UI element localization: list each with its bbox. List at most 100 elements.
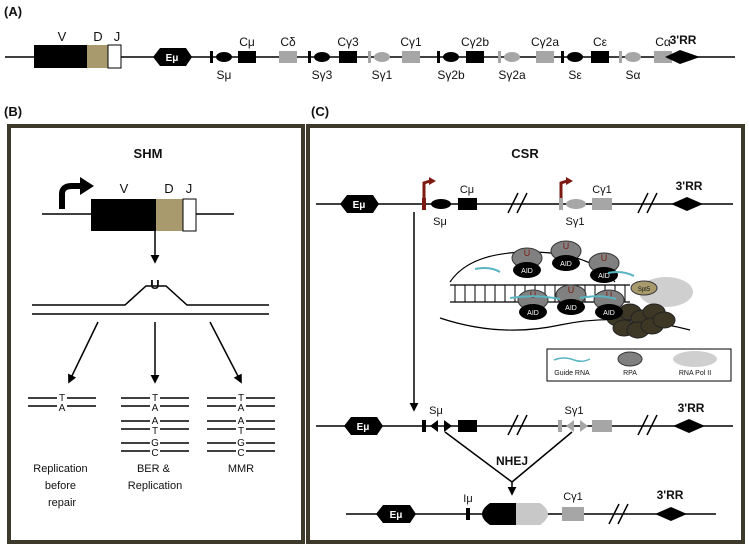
sg1-region xyxy=(566,199,586,209)
sg1-cut-right xyxy=(580,420,588,432)
base-label: A xyxy=(238,403,245,414)
switch-region xyxy=(374,52,390,62)
join-line-left xyxy=(444,431,513,483)
csr-emu-mid-label: Eμ xyxy=(357,422,370,433)
smu-mid-label: Sμ xyxy=(429,405,443,417)
promoter-g1-head xyxy=(566,177,573,185)
shm-j-segment xyxy=(182,198,197,232)
promoter-arrowhead xyxy=(80,177,94,195)
aid-protein xyxy=(552,255,580,271)
aid-protein xyxy=(590,267,618,283)
guide-rna-4 xyxy=(579,295,617,300)
i-exon-g1 xyxy=(559,198,563,210)
switch-region xyxy=(504,52,520,62)
constant-label: Cε xyxy=(593,35,608,49)
cg1-label: Cγ1 xyxy=(592,184,612,196)
csr-emu-mid xyxy=(344,417,383,435)
panel-a-tag: (A) xyxy=(4,4,22,19)
promoter-arrow xyxy=(59,183,80,209)
csr-rr-bottom-label: 3'RR xyxy=(657,488,684,502)
aid-protein xyxy=(595,304,623,320)
panel-c: (C) CSR Eμ Sμ Cμ Sγ1 Cγ1 3'RR xyxy=(306,104,745,544)
base-label: G xyxy=(151,438,159,449)
smu-cut-right xyxy=(444,420,452,432)
base-label: A xyxy=(152,403,159,414)
imu-exon xyxy=(466,508,470,520)
legend-guide-rna: Guide RNA xyxy=(554,370,590,377)
nucleosome xyxy=(652,311,676,329)
break-mark-4 xyxy=(646,192,658,214)
aid-label: AID xyxy=(565,305,577,312)
shm-d-segment xyxy=(156,199,183,231)
arrow-mmr xyxy=(209,321,242,384)
i-exon xyxy=(210,51,213,63)
legend-polii: RNA Pol II xyxy=(679,370,711,377)
join-line-right xyxy=(511,431,573,483)
constant-exon xyxy=(339,51,357,63)
break-mark-6 xyxy=(516,414,528,436)
j-segment xyxy=(107,44,122,69)
cg1-bottom-label: Cγ1 xyxy=(563,491,583,503)
uracil-label: U xyxy=(601,253,608,263)
switch-label: Sγ3 xyxy=(312,68,333,82)
shm-uracil: U xyxy=(150,277,159,292)
hybrid-switch-mu xyxy=(482,503,516,525)
constant-label: Cα xyxy=(655,35,671,49)
base-label: T xyxy=(238,426,244,437)
uracil-label: U xyxy=(606,290,613,300)
outcome-replication: Replication before repair xyxy=(33,463,90,509)
rr-label: 3'RR xyxy=(670,33,697,47)
uracil-label: U xyxy=(524,248,531,258)
promoter-g1-arrow xyxy=(559,179,568,198)
shm-v-label: V xyxy=(120,181,129,196)
i-exon xyxy=(368,51,371,63)
hybrid-switch-g1 xyxy=(516,503,548,525)
guide-rna-1 xyxy=(474,267,501,273)
base-label: A xyxy=(152,416,159,427)
sg1-label: Sγ1 xyxy=(566,216,585,228)
legend-rpa: RPA xyxy=(623,370,637,377)
constant-label: Cμ xyxy=(239,35,255,49)
i-exon-mu-mid xyxy=(422,420,426,432)
switch-region xyxy=(314,52,330,62)
constant-exon xyxy=(654,51,672,63)
switch-region xyxy=(443,52,459,62)
aid-label: AID xyxy=(527,310,539,317)
switch-label: Sα xyxy=(626,68,641,82)
csr-rr-mid xyxy=(673,419,705,433)
constant-label: Cγ2a xyxy=(531,35,559,49)
csr-rr-top-label: 3'RR xyxy=(676,179,703,193)
nucleosome-cluster xyxy=(606,303,676,339)
panel-c-frame xyxy=(306,124,745,544)
emu-enhancer xyxy=(153,48,192,66)
legend-rpa-swatch xyxy=(617,351,643,367)
switch-label: Sγ1 xyxy=(372,68,393,82)
shm-top-strand xyxy=(32,285,269,306)
csr-rr-top xyxy=(671,197,703,211)
csr-emu-bottom-label: Eμ xyxy=(390,510,403,521)
shm-d-label: D xyxy=(164,181,173,196)
smu-cut-left xyxy=(430,420,438,432)
uracil-label: U xyxy=(568,285,575,295)
switch-region xyxy=(216,52,232,62)
smu-region xyxy=(431,199,451,209)
panel-b-tag: (B) xyxy=(4,104,22,119)
break-mark-7 xyxy=(637,414,649,436)
cmu-exon-mid xyxy=(458,420,477,432)
aid-protein xyxy=(513,262,541,278)
constant-exon xyxy=(402,51,420,63)
i-exon xyxy=(561,51,564,63)
v-segment xyxy=(34,45,87,68)
break-mark-10 xyxy=(617,503,629,525)
d-label: D xyxy=(93,29,102,44)
cg1-exon xyxy=(592,198,612,210)
spt5 xyxy=(630,280,658,296)
panel-b-frame xyxy=(7,124,305,544)
shm-v-segment xyxy=(91,199,156,231)
switch-region xyxy=(567,52,583,62)
